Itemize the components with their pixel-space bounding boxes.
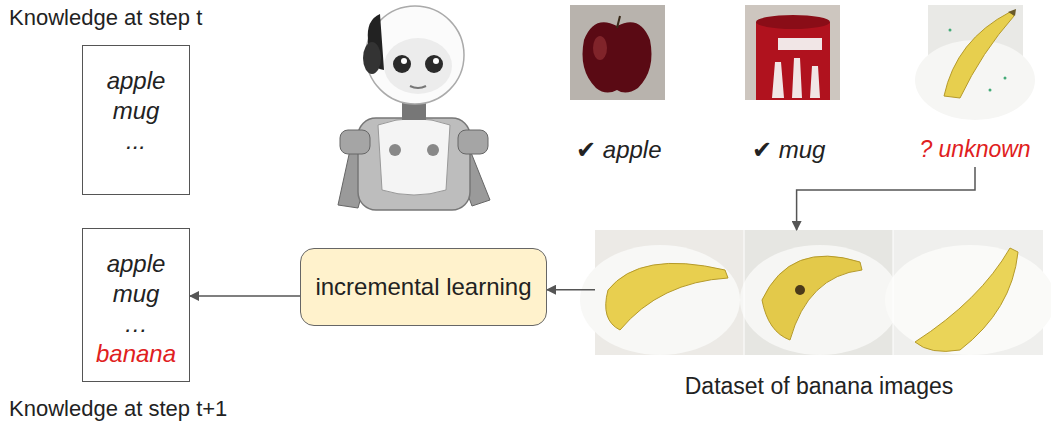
- image-label: ✔ mug: [752, 135, 825, 165]
- arrow-connector: [190, 295, 300, 297]
- item-text: banana: [96, 339, 176, 369]
- process-box: incremental learning: [300, 248, 547, 326]
- item-text: apple: [107, 66, 166, 96]
- heading: Knowledge at step t+1: [9, 395, 227, 423]
- item-text: ...: [126, 126, 146, 156]
- dataset-photos: [580, 230, 1051, 355]
- knowledge-box: applemug…bananaKnowledge at step t+1: [82, 228, 190, 382]
- apple-photo: [570, 5, 665, 100]
- caption: ? unknown: [900, 135, 1050, 163]
- robot-illustration: [338, 6, 490, 210]
- item-text: apple: [107, 249, 166, 279]
- text-list: applemug…banana: [83, 229, 189, 369]
- item-text: …: [124, 309, 148, 339]
- banana-photo: [915, 5, 1035, 120]
- item-text: mug: [113, 279, 160, 309]
- image-label: ✔ apple: [576, 135, 662, 165]
- knowledge-box: applemug...Knowledge at step t: [82, 45, 190, 195]
- box-text: incremental learning: [315, 272, 531, 302]
- arrow-connector: [797, 167, 975, 230]
- image-strip: Dataset of banana images: [595, 230, 1043, 355]
- image-node: ? unknown: [900, 5, 1050, 165]
- arrow-connector: [547, 289, 595, 291]
- mug-photo: [745, 5, 840, 100]
- item-text: mug: [113, 96, 160, 126]
- text-list: applemug...: [83, 46, 189, 156]
- heading: Knowledge at step t: [9, 4, 202, 32]
- caption: Dataset of banana images: [595, 372, 1043, 400]
